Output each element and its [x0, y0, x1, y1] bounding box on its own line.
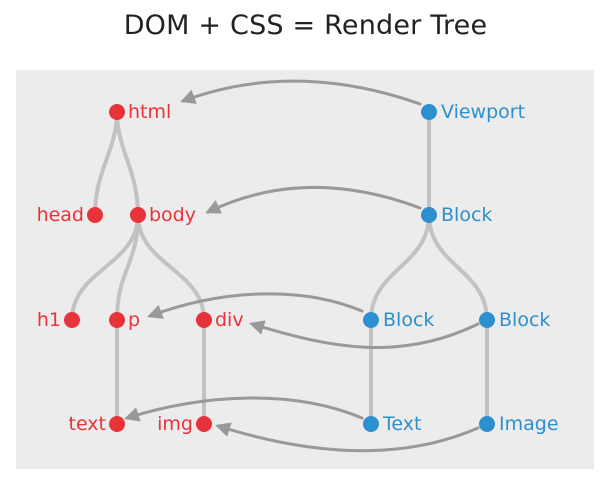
edge-block-block-right — [427, 213, 489, 322]
node-head-label: head — [37, 204, 84, 226]
edge-body-div — [136, 213, 206, 322]
node-html-dot — [109, 104, 125, 120]
node-head-dot — [87, 207, 103, 223]
node-block-body-label: Block — [441, 204, 492, 226]
node-block-div-dot — [479, 312, 495, 328]
arrow-text-to-text — [124, 396, 364, 422]
node-p-dot — [109, 312, 125, 328]
arrow-image-to-img — [215, 422, 480, 453]
dom-nodes: html head body h1 p div text img — [37, 101, 244, 435]
edge-html-head — [93, 110, 119, 217]
render-nodes: Viewport Block Block Block Text Image — [363, 101, 559, 435]
arrow-block-to-div — [249, 320, 480, 350]
node-viewport-label: Viewport — [441, 101, 525, 123]
node-render-text-label: Text — [382, 413, 421, 435]
node-block-p-dot — [363, 312, 379, 328]
mapping-arrows — [124, 79, 480, 453]
node-body-dot — [130, 207, 146, 223]
node-viewport-dot — [421, 104, 437, 120]
node-div-label: div — [215, 309, 244, 331]
node-render-text-dot — [363, 416, 379, 432]
arrow-viewport-to-html — [180, 79, 422, 106]
node-image-label: Image — [499, 413, 559, 435]
node-block-div-label: Block — [499, 309, 550, 331]
node-text-dot — [109, 416, 125, 432]
node-image-dot — [479, 416, 495, 432]
edge-html-body — [115, 110, 140, 217]
dom-tree-edges — [70, 110, 206, 426]
edge-block-block-left — [369, 213, 431, 322]
node-block-p-label: Block — [383, 309, 434, 331]
arrow-block-to-p — [147, 292, 364, 319]
arrow-block-to-body — [205, 185, 422, 214]
node-block-body-dot — [421, 207, 437, 223]
edge-body-p — [115, 213, 140, 322]
node-h1-label: h1 — [37, 309, 61, 331]
node-html-label: html — [128, 101, 171, 123]
node-div-dot — [196, 312, 212, 328]
node-text-label: text — [69, 413, 107, 435]
node-p-label: p — [128, 309, 140, 331]
node-img-dot — [196, 416, 212, 432]
diagram-title: DOM + CSS = Render Tree — [123, 10, 488, 41]
node-h1-dot — [64, 312, 80, 328]
render-tree-edges — [369, 110, 489, 426]
node-img-label: img — [157, 413, 193, 435]
node-body-label: body — [149, 204, 196, 226]
